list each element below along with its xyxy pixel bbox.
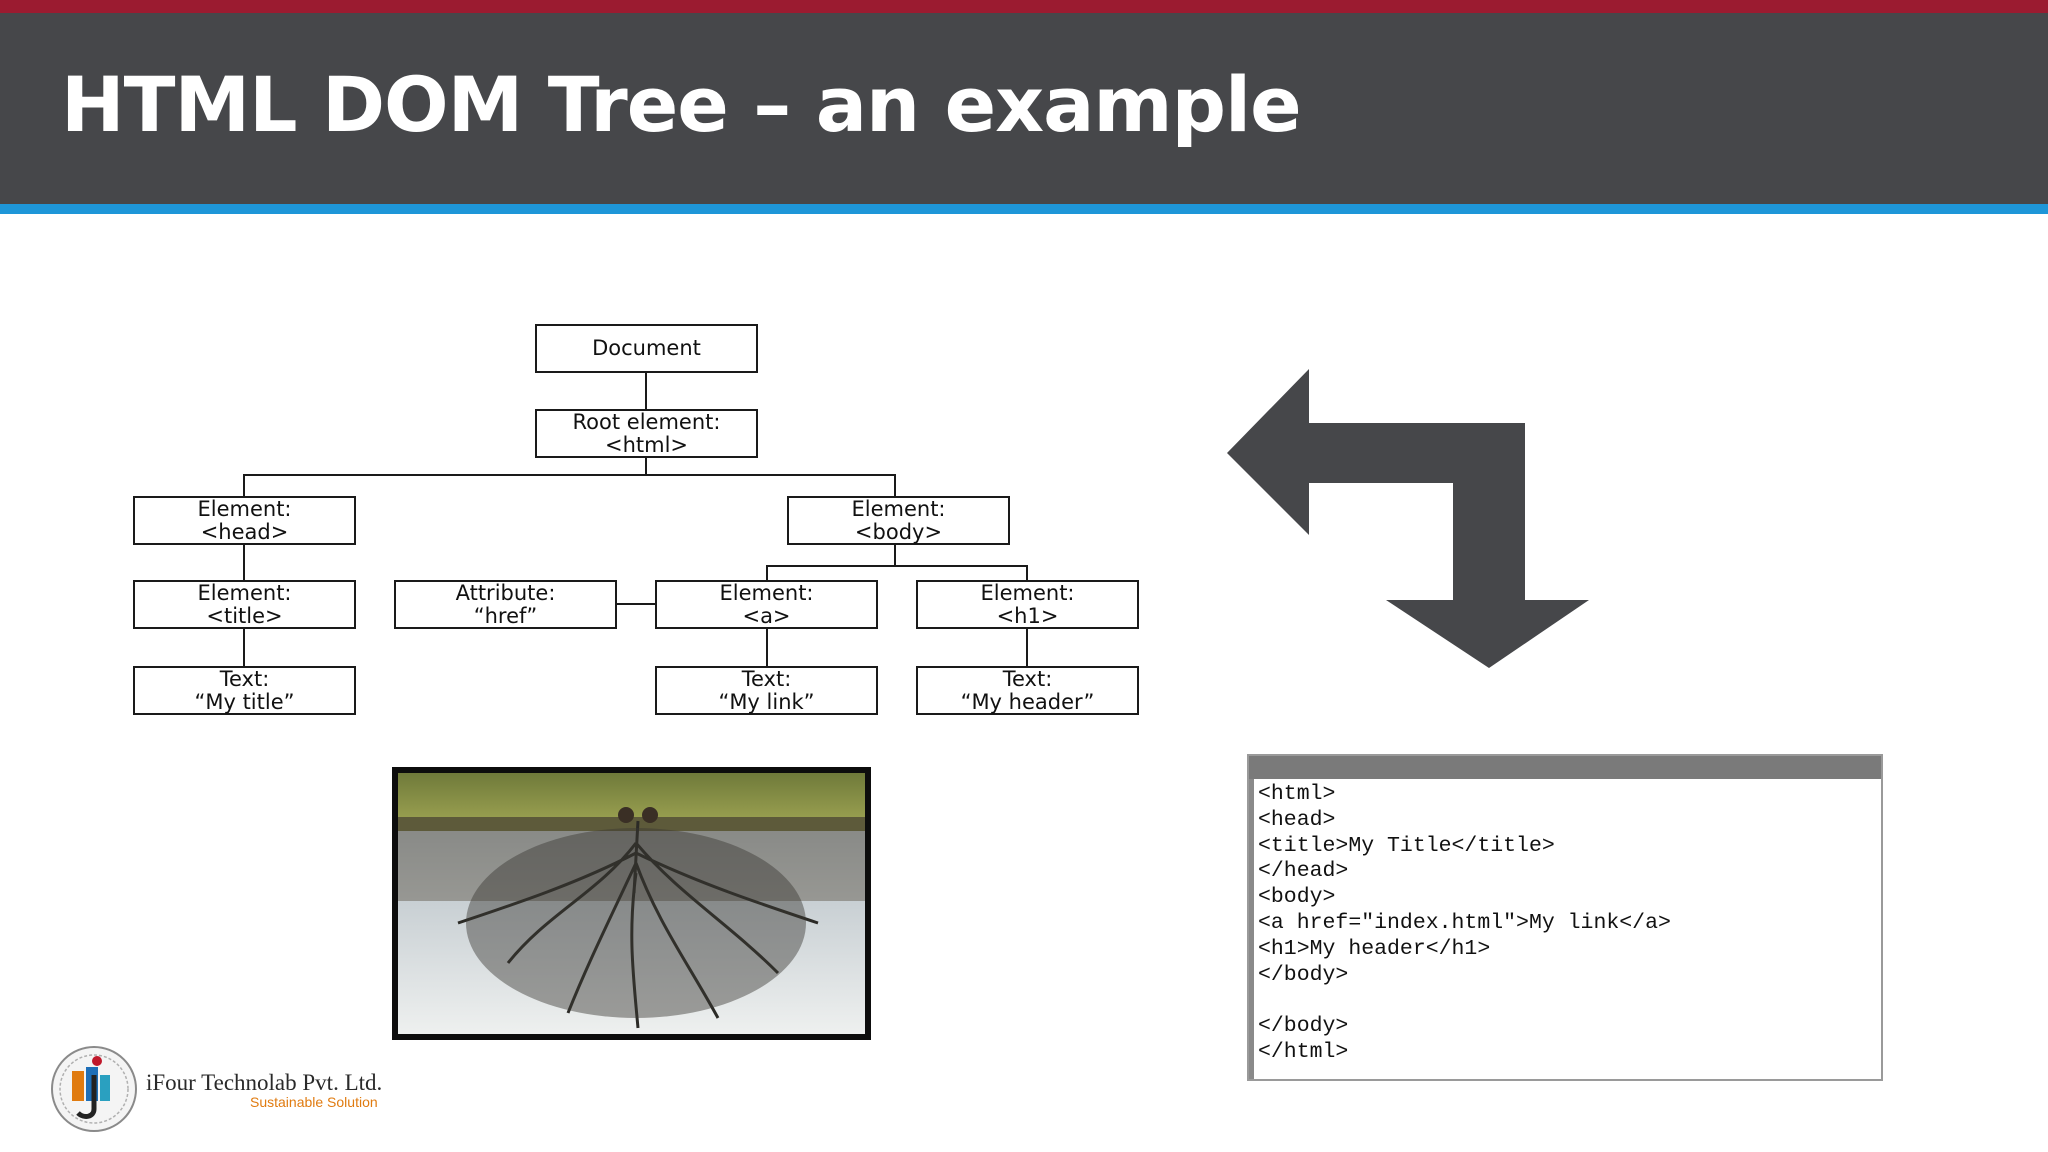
node-label: Text: xyxy=(220,668,270,691)
node-tag: “href” xyxy=(474,605,538,628)
slide-title: HTML DOM Tree – an example xyxy=(61,60,1301,149)
code-line: </head> xyxy=(1258,859,1671,885)
connector-line xyxy=(243,474,245,497)
connector-line xyxy=(1026,628,1028,666)
node-tag: <body> xyxy=(855,521,942,544)
code-line: <title>My Title</title> xyxy=(1258,834,1671,860)
code-line: <a href="index.html">My link</a> xyxy=(1258,911,1671,937)
connector-line xyxy=(243,628,245,666)
node-body-element: Element: <body> xyxy=(787,496,1010,545)
code-line: <head> xyxy=(1258,808,1671,834)
header-accent-strip xyxy=(0,204,2048,214)
node-tag: “My link” xyxy=(718,691,814,714)
connector-line xyxy=(894,474,896,497)
node-tag: <a> xyxy=(742,605,790,628)
node-tag: <html> xyxy=(605,434,688,457)
connector-line xyxy=(243,474,896,476)
company-name: iFour Technolab Pvt. Ltd. xyxy=(146,1070,382,1096)
connector-line xyxy=(645,457,647,475)
connector-line xyxy=(894,544,896,566)
node-label: Text: xyxy=(742,668,792,691)
node-label: Document xyxy=(592,337,701,360)
node-root-element: Root element: <html> xyxy=(535,409,758,458)
node-label: Element: xyxy=(197,582,291,605)
bidirectional-arrow-icon xyxy=(1225,368,1591,670)
connector-line xyxy=(766,628,768,666)
node-text-link: Text: “My link” xyxy=(655,666,878,715)
code-panel-gutter xyxy=(1249,779,1254,1079)
node-label: Element: xyxy=(719,582,813,605)
node-text-title: Text: “My title” xyxy=(133,666,356,715)
connector-line xyxy=(766,565,1028,567)
node-label: Attribute: xyxy=(456,582,556,605)
company-tagline: Sustainable Solution xyxy=(250,1094,378,1110)
node-h1-element: Element: <h1> xyxy=(916,580,1139,629)
code-line: </body> xyxy=(1258,1014,1671,1040)
node-label: Root element: xyxy=(573,411,721,434)
code-line: </html> xyxy=(1258,1040,1671,1066)
code-line: <body> xyxy=(1258,885,1671,911)
node-label: Text: xyxy=(1003,668,1053,691)
node-text-header: Text: “My header” xyxy=(916,666,1139,715)
code-line: </body> xyxy=(1258,963,1671,989)
code-lines: <html> <head> <title>My Title</title> </… xyxy=(1258,782,1671,1066)
code-line: <html> xyxy=(1258,782,1671,808)
node-title-element: Element: <title> xyxy=(133,580,356,629)
node-tag: <h1> xyxy=(997,605,1059,628)
node-a-element: Element: <a> xyxy=(655,580,878,629)
code-panel-titlebar xyxy=(1249,756,1881,779)
node-label: Element: xyxy=(851,498,945,521)
node-tag: “My title” xyxy=(194,691,294,714)
upside-down-tree-photo xyxy=(392,767,871,1040)
node-label: Element: xyxy=(197,498,291,521)
connector-line xyxy=(243,544,245,581)
code-line: <h1>My header</h1> xyxy=(1258,937,1671,963)
top-accent-strip xyxy=(0,0,2048,13)
node-tag: “My header” xyxy=(961,691,1095,714)
html-code-panel: <html> <head> <title>My Title</title> </… xyxy=(1247,754,1883,1081)
connector-line xyxy=(766,565,768,581)
node-head-element: Element: <head> xyxy=(133,496,356,545)
connector-line xyxy=(1026,565,1028,581)
connector-line xyxy=(616,603,656,605)
node-tag: <title> xyxy=(206,605,282,628)
node-document: Document xyxy=(535,324,758,373)
node-href-attribute: Attribute: “href” xyxy=(394,580,617,629)
company-logo-icon xyxy=(50,1045,138,1133)
tree-photo-illustration xyxy=(398,773,865,1034)
node-label: Element: xyxy=(980,582,1074,605)
connector-line xyxy=(645,373,647,410)
code-line xyxy=(1258,988,1671,1014)
node-tag: <head> xyxy=(201,521,289,544)
